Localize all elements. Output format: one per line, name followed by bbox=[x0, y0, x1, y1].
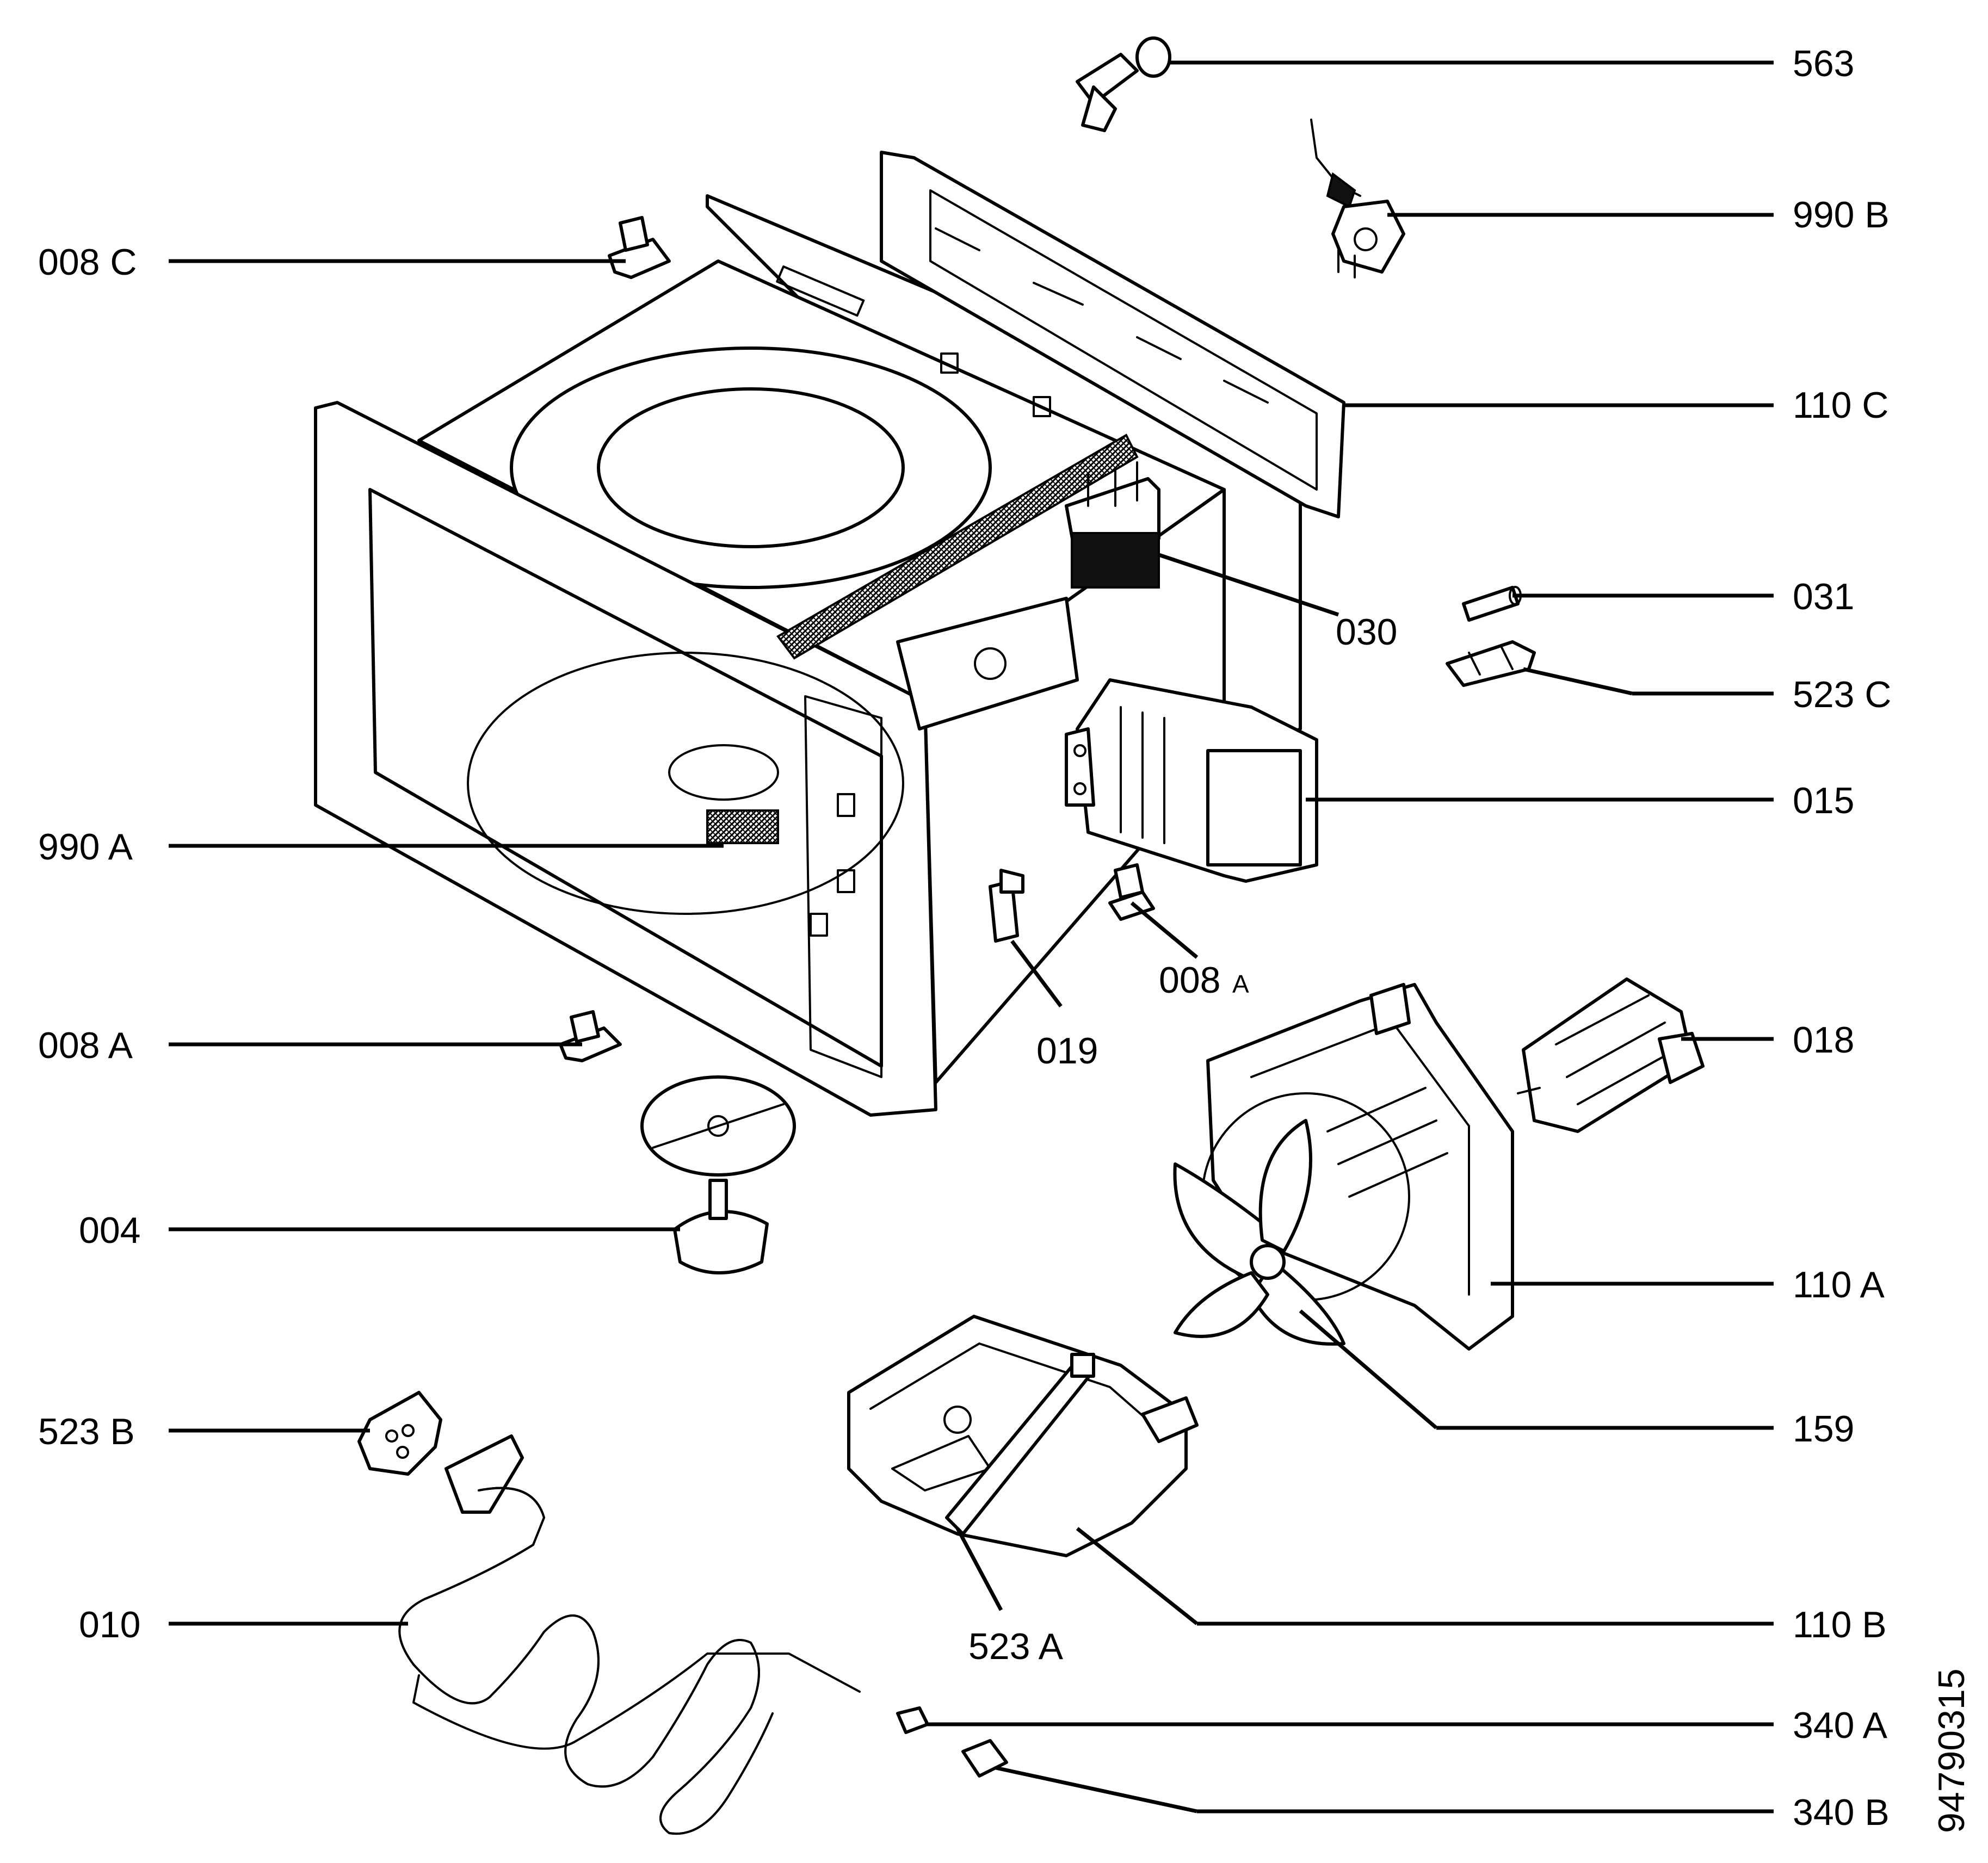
callout-523c: 523 C bbox=[1793, 674, 1891, 715]
leader-lines bbox=[169, 60, 1774, 1814]
callout-008a-inline-letter: A bbox=[1232, 970, 1249, 998]
callout-004: 004 bbox=[79, 1210, 140, 1251]
callout-340a: 340 A bbox=[1793, 1705, 1888, 1746]
callout-010: 010 bbox=[79, 1604, 140, 1645]
callout-990b: 990 B bbox=[1793, 194, 1890, 236]
magnetron-015-part bbox=[1065, 678, 1318, 883]
callout-008a-inline-number: 008 bbox=[1159, 960, 1220, 1001]
top-panel-110c-part bbox=[880, 151, 1345, 518]
callout-110b: 110 B bbox=[1793, 1604, 1887, 1645]
callout-523a: 523 A bbox=[968, 1626, 1064, 1667]
connector-340a-part bbox=[896, 1706, 929, 1734]
cable-harness-990a-part bbox=[706, 434, 1139, 844]
callout-030: 030 bbox=[1336, 611, 1397, 653]
fan-blade-159-part bbox=[1173, 1119, 1345, 1346]
drawing-number: 94790315 bbox=[1931, 1668, 1972, 1833]
catch-008a-right-part bbox=[1108, 863, 1155, 921]
callout-523b: 523 B bbox=[38, 1411, 135, 1452]
catch-008c-part bbox=[608, 216, 671, 279]
callout-019: 019 bbox=[1036, 1030, 1098, 1072]
callout-990a: 990 A bbox=[38, 826, 133, 868]
callout-110c: 110 C bbox=[1793, 385, 1888, 426]
callout-008c: 008 C bbox=[38, 242, 137, 283]
connector-340b-part bbox=[961, 1739, 1008, 1778]
callout-008a: 008 A bbox=[38, 1025, 133, 1066]
fuse-031-part bbox=[1462, 586, 1522, 622]
catch-008a-left-part bbox=[559, 1010, 622, 1062]
fan-motor-018-part bbox=[1517, 977, 1705, 1133]
callout-018: 018 bbox=[1793, 1019, 1854, 1061]
relay-030-part bbox=[1065, 461, 1160, 589]
lamp-019-part bbox=[989, 869, 1024, 943]
callout-340b: 340 B bbox=[1793, 1792, 1890, 1833]
heating-element-010-part bbox=[398, 1434, 861, 1835]
callout-110a: 110 A bbox=[1793, 1264, 1885, 1305]
hinge-pin-563-part bbox=[1076, 36, 1171, 132]
turntable-motor-004-part bbox=[640, 1075, 796, 1274]
callout-563: 563 bbox=[1793, 43, 1854, 84]
plate-523b-part bbox=[357, 1391, 442, 1476]
callout-015: 015 bbox=[1793, 780, 1854, 821]
callout-159: 159 bbox=[1793, 1408, 1854, 1450]
callout-031: 031 bbox=[1793, 576, 1854, 617]
bracket-523c-part bbox=[1446, 640, 1536, 687]
mains-plug-990b-part bbox=[1310, 119, 1405, 278]
